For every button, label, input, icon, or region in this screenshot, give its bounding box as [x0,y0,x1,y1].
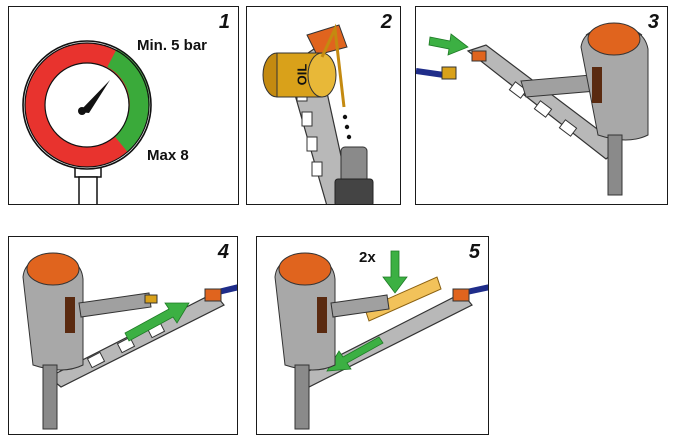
arrow-down-icon [382,250,408,294]
step-1-panel: 1 Min. 5 bar Max 8 [8,6,239,205]
gauge-needle [79,80,110,113]
gauge-green-zone [106,49,150,152]
step-4-panel: 4 [8,236,238,435]
load-nails-illustration [274,250,488,430]
step-number: 4 [217,241,229,263]
connect-hose-illustration [416,22,649,196]
pressure-gauge-illustration [22,40,152,204]
oil-can-label: OIL [294,63,310,86]
min-pressure-label: Min. 5 bar [137,37,208,54]
pull-pusher-illustration [22,252,237,430]
step-number: 3 [647,11,659,33]
max-pressure-label: Max 8 [147,147,189,164]
step-number: 1 [218,11,230,33]
arrow-icon [428,33,469,56]
step-5-panel: 5 2x [256,236,489,435]
step-2-panel: 2 OIL [246,6,401,205]
repeat-count-label: 2x [359,249,376,266]
oil-can-illustration [262,23,374,204]
step-3-panel: 3 [415,6,668,205]
step-number: 5 [468,241,480,263]
arrow-icon [124,302,190,342]
step-number: 2 [380,11,392,33]
